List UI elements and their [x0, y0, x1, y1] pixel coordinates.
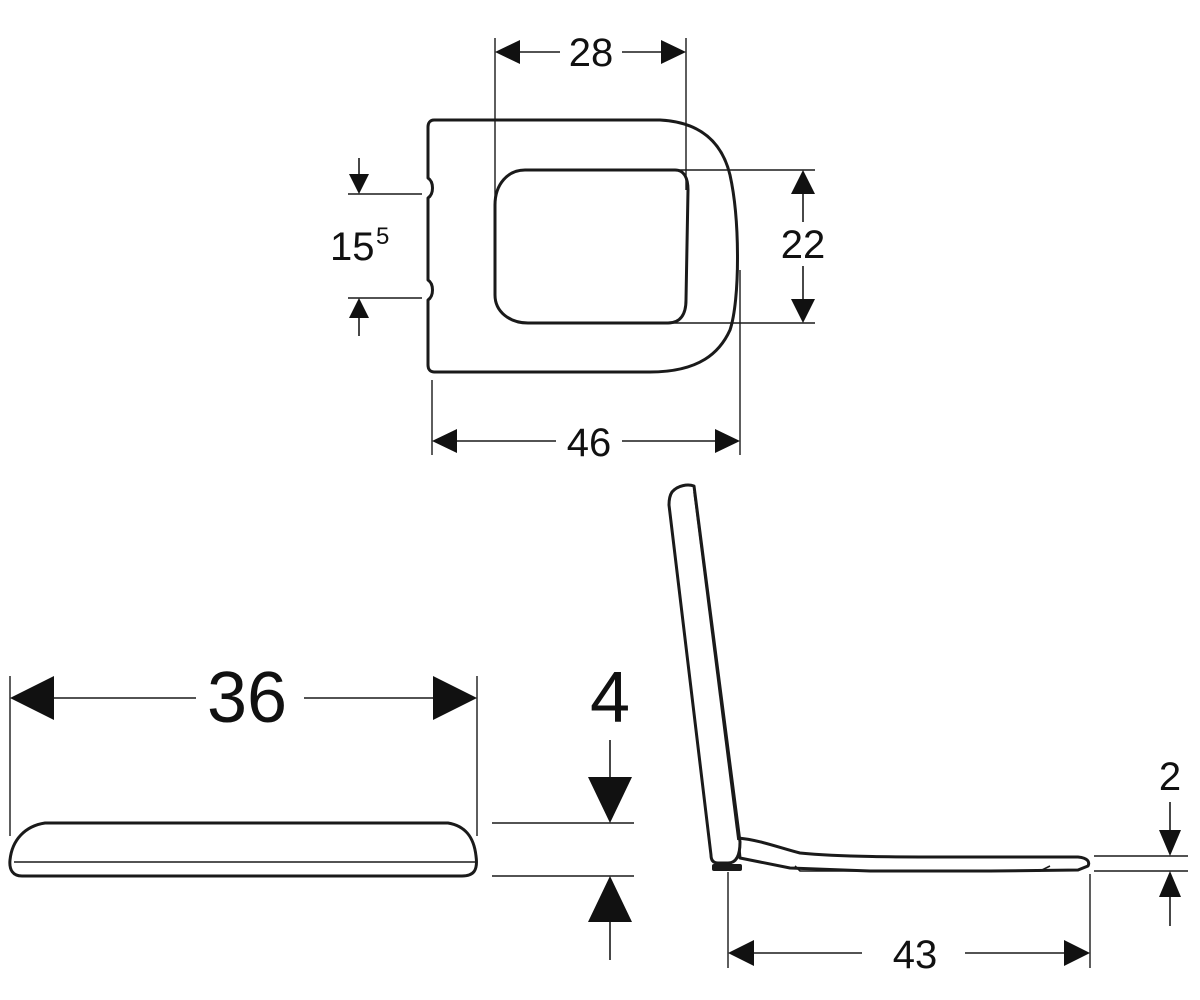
seat-opening [493, 168, 690, 325]
arrow-right-icon [1064, 940, 1090, 966]
arrow-up-icon [588, 876, 632, 922]
dimension-46: 46 [431, 270, 741, 465]
dimension-2-label: 2 [1159, 755, 1181, 799]
dimension-22-label: 22 [781, 223, 826, 267]
top-view: 28 22 15 5 [330, 31, 825, 465]
dimension-36: 36 [9, 658, 478, 836]
arrow-up-icon [1159, 871, 1181, 897]
lid-inner-edge [693, 491, 739, 841]
dimension-2: 2 [1094, 755, 1188, 926]
arrow-left-icon [728, 940, 754, 966]
arrow-right-icon [433, 676, 477, 720]
dimension-43-label: 43 [893, 933, 938, 977]
dimension-15-superscript: 5 [376, 223, 389, 250]
dimension-36-label: 36 [207, 658, 287, 738]
side-view: 36 4 [8, 658, 634, 960]
dimension-22: 22 [655, 169, 826, 324]
dimension-43: 43 [727, 872, 1091, 977]
arrow-right-icon [715, 429, 740, 453]
arrow-right-icon [661, 40, 686, 64]
arrow-down-icon [1159, 830, 1181, 856]
arrow-left-icon [10, 676, 54, 720]
arrow-down-icon [349, 174, 369, 194]
arrow-up-icon [349, 298, 369, 318]
dimension-4: 4 [492, 658, 634, 960]
dimension-15-5: 15 5 [330, 158, 422, 336]
seat-ring-underside [794, 865, 1051, 872]
seat-ring [736, 836, 1091, 873]
dimension-28-label: 28 [569, 31, 614, 75]
arrow-up-icon [791, 170, 815, 194]
dimension-4-label: 4 [590, 658, 630, 738]
hinge-foot [712, 864, 742, 871]
arrow-left-icon [432, 429, 457, 453]
dimension-46-label: 46 [567, 421, 612, 465]
arrow-down-icon [588, 777, 632, 823]
open-view: 43 2 [667, 483, 1188, 977]
dimension-28: 28 [494, 31, 687, 198]
raised-lid [667, 483, 742, 865]
seat-profile [8, 821, 478, 878]
arrow-down-icon [791, 299, 815, 323]
dimension-15-label: 15 [330, 225, 375, 269]
arrow-left-icon [495, 40, 520, 64]
